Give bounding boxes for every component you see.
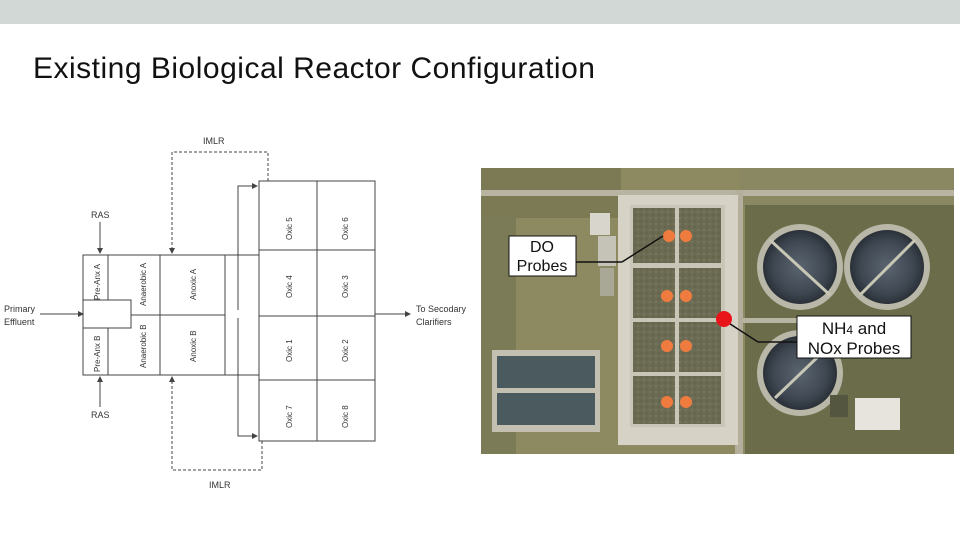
aerial-photo: [481, 168, 954, 454]
to-secondary-label-2: Clarifiers: [416, 317, 452, 327]
nh4-nox-probe-marker: [716, 311, 732, 327]
do-label-line1: DO: [530, 239, 554, 256]
zone-pre-anx-b: Pre-Anx B: [93, 336, 102, 372]
zone-anaerobic-b: Anaerobic B: [139, 324, 148, 368]
nh4-label-line1: NH4 and: [822, 319, 886, 338]
reactor-schematic: [40, 151, 411, 471]
imlr-bottom-label: IMLR: [209, 480, 231, 490]
ras-top-label: RAS: [91, 210, 110, 220]
do-callout-line: [621, 235, 664, 263]
imlr-top-label: IMLR: [203, 136, 225, 146]
nh4-label-line2: NOx Probes: [808, 339, 901, 358]
do-probe-marker: [680, 396, 692, 408]
ras-bottom-label: RAS: [91, 410, 110, 420]
slide-title: Existing Biological Reactor Configuratio…: [33, 52, 596, 85]
zone-anoxic-a: Anoxic A: [189, 268, 198, 300]
zone-oxic-5: Oxic 5: [285, 217, 294, 240]
zone-oxic-2: Oxic 2: [341, 339, 350, 362]
do-probe-marker: [663, 230, 675, 242]
zone-oxic-7: Oxic 7: [285, 405, 294, 428]
do-label-line2: Probes: [517, 258, 568, 275]
do-probe-marker: [680, 340, 692, 352]
zone-oxic-6: Oxic 6: [341, 217, 350, 240]
zone-oxic-8: Oxic 8: [341, 405, 350, 428]
do-probe-marker: [680, 290, 692, 302]
zone-oxic-1: Oxic 1: [285, 339, 294, 362]
top-bar: [0, 0, 960, 24]
do-probe-marker: [661, 396, 673, 408]
do-probes: [661, 230, 692, 408]
primary-effluent-label-2: Effluent: [4, 317, 35, 327]
zone-anoxic-b: Anoxic B: [189, 330, 198, 362]
zone-oxic-3: Oxic 3: [341, 275, 350, 298]
do-probe-marker: [661, 340, 673, 352]
zone-pre-anx-a: Pre-Anx A: [93, 263, 102, 300]
zone-anaerobic-a: Anaerobic A: [139, 262, 148, 306]
do-probe-marker: [661, 290, 673, 302]
nh4-label-box: [796, 315, 912, 359]
do-probe-marker: [680, 230, 692, 242]
primary-effluent-label-1: Primary: [4, 304, 35, 314]
zone-oxic-4: Oxic 4: [285, 275, 294, 298]
do-label-box: [508, 235, 577, 277]
to-secondary-label-1: To Secodary: [416, 304, 467, 314]
